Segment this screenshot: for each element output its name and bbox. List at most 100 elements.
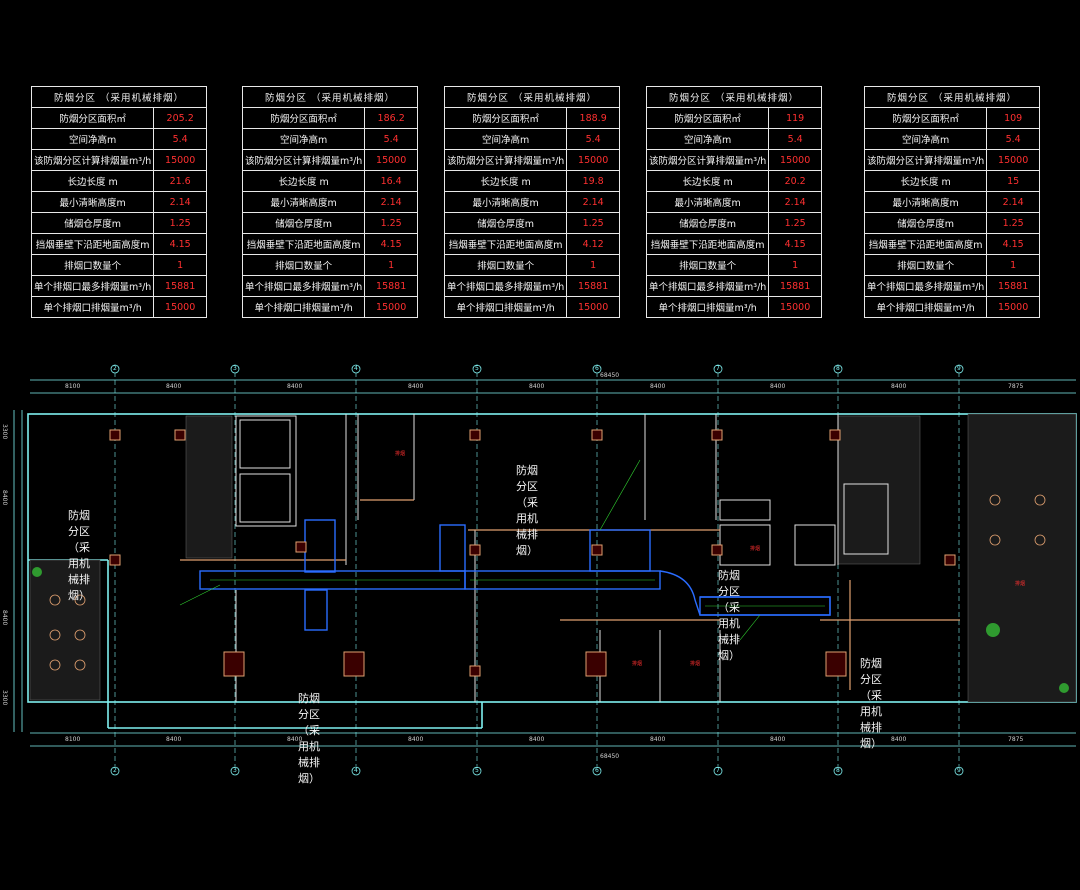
param-value: 1.25 bbox=[986, 212, 1040, 234]
param-value: 15000 bbox=[768, 296, 822, 318]
grid-label: 5 bbox=[475, 767, 479, 774]
bottom-dim: 7875 bbox=[1008, 736, 1024, 743]
grid-label: 3 bbox=[233, 365, 237, 372]
svg-text:排烟: 排烟 bbox=[395, 450, 405, 457]
svg-text:排烟: 排烟 bbox=[632, 660, 642, 667]
zone-label: 防烟分区 （采用机械排烟） bbox=[68, 509, 90, 602]
grid-label: 7 bbox=[716, 365, 720, 372]
top-dim: 8400 bbox=[408, 383, 424, 390]
top-dim: 8400 bbox=[891, 383, 907, 390]
bottom-dim: 8400 bbox=[529, 736, 545, 743]
zone-label: 防烟分区 （采用机械排烟） bbox=[860, 657, 882, 750]
top-dim: 8100 bbox=[65, 383, 81, 390]
grid-label: 8 bbox=[836, 767, 840, 774]
top-dim: 8400 bbox=[650, 383, 666, 390]
bottom-dim: 8400 bbox=[166, 736, 182, 743]
svg-text:排烟: 排烟 bbox=[1015, 580, 1025, 587]
grid-label: 2 bbox=[113, 767, 117, 774]
bottom-dim: 8400 bbox=[287, 736, 303, 743]
left-dim: 3300 bbox=[1, 424, 8, 440]
bottom-dim: 8400 bbox=[891, 736, 907, 743]
svg-text:排烟: 排烟 bbox=[750, 545, 760, 552]
zone-label: 防烟分区 （采用机械排烟） bbox=[718, 569, 740, 662]
top-dim: 8400 bbox=[770, 383, 786, 390]
left-dim: 8400 bbox=[1, 610, 8, 626]
grid-label: 9 bbox=[957, 365, 961, 372]
param-label: 单个排烟口排烟量m³/h bbox=[645, 296, 770, 318]
top-dim: 8400 bbox=[529, 383, 545, 390]
left-dim: 3300 bbox=[1, 690, 8, 706]
param-value: 15881 bbox=[364, 275, 418, 297]
zone-label: 防烟分区 （采用机械排烟） bbox=[298, 692, 320, 785]
bottom-dim: 8400 bbox=[408, 736, 424, 743]
param-label: 单个排烟口排烟量m³/h bbox=[30, 296, 155, 318]
bottom-dim: 8400 bbox=[770, 736, 786, 743]
param-label: 单个排烟口排烟量m³/h bbox=[863, 296, 988, 318]
grid-label: 9 bbox=[957, 767, 961, 774]
param-value: 15000 bbox=[986, 296, 1040, 318]
svg-text:排烟: 排烟 bbox=[690, 660, 700, 667]
bottom-dim: 8100 bbox=[65, 736, 81, 743]
grid-label: 4 bbox=[354, 767, 358, 774]
grid-label: 8 bbox=[836, 365, 840, 372]
left-dim: 8400 bbox=[1, 490, 8, 506]
zone-label: 防烟分区 （采用机械排烟） bbox=[516, 464, 538, 557]
total-dim-bottom: 68450 bbox=[600, 753, 620, 760]
param-label: 单个排烟口排烟量m³/h bbox=[443, 296, 568, 318]
param-value: 15000 bbox=[364, 296, 418, 318]
grid-label: 6 bbox=[595, 365, 599, 372]
param-label: 单个排烟口排烟量m³/h bbox=[241, 296, 366, 318]
param-value: 119 bbox=[768, 107, 822, 129]
param-value: 15000 bbox=[153, 296, 207, 318]
grid-label: 2 bbox=[113, 365, 117, 372]
grid-label: 7 bbox=[716, 767, 720, 774]
total-dim-top: 68450 bbox=[600, 372, 620, 379]
param-value: 15000 bbox=[566, 296, 620, 318]
grid-label: 3 bbox=[233, 767, 237, 774]
top-dim: 8400 bbox=[166, 383, 182, 390]
bottom-dim: 8400 bbox=[650, 736, 666, 743]
grid-label: 4 bbox=[354, 365, 358, 372]
grid-label: 6 bbox=[595, 767, 599, 774]
grid-label: 5 bbox=[475, 365, 479, 372]
